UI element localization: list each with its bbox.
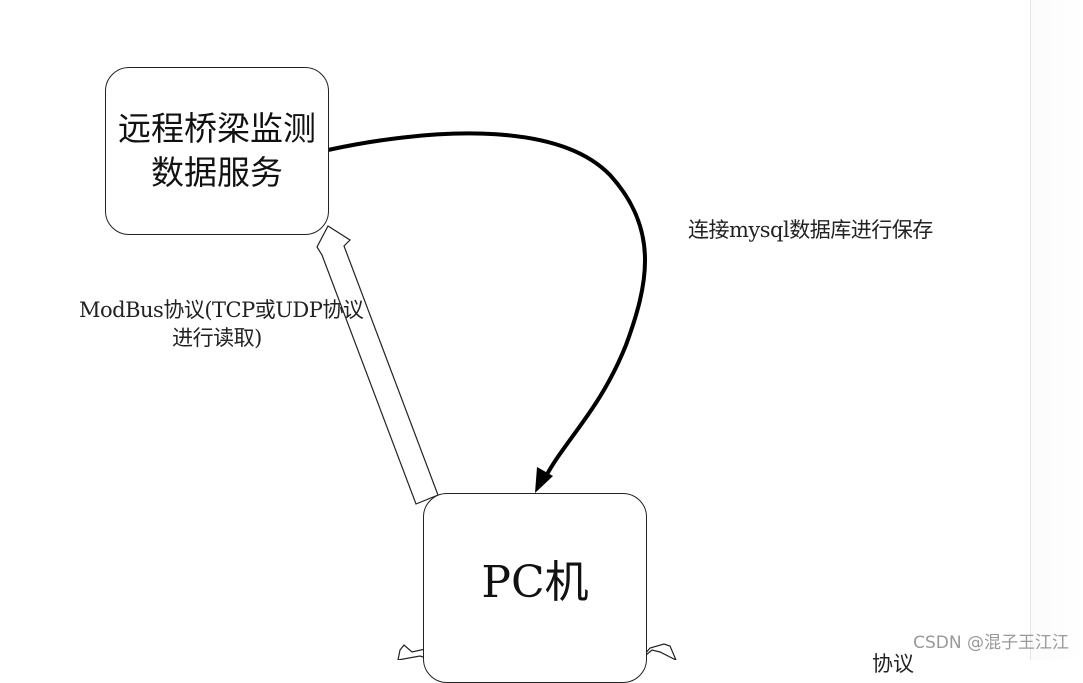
mysql-curve-connector	[326, 131, 647, 480]
pc-label: PC机	[481, 557, 589, 608]
remote-bridge-service-node: 远程桥梁监测数据服务	[105, 67, 329, 235]
modbus-block-arrow	[316, 225, 439, 505]
modbus-edge-label: ModBus协议(TCP或UDP协议 进行读取)	[79, 296, 364, 352]
cutoff-protocol-text: 协议	[872, 652, 914, 676]
diagram-canvas	[316, 131, 677, 660]
modbus-edge-label-line1: ModBus协议(TCP或UDP协议	[79, 298, 364, 322]
page-scroll-edge	[1030, 0, 1083, 660]
csdn-watermark: CSDN @混子王江江	[913, 633, 1069, 653]
mysql-arrowhead	[535, 467, 553, 493]
mysql-edge-label: 连接mysql数据库进行保存	[688, 218, 933, 242]
cutoff-right-arrow	[639, 643, 677, 660]
modbus-edge-label-line2: 进行读取)	[172, 326, 262, 350]
pc-node: PC机	[423, 493, 647, 683]
remote-bridge-service-label: 远程桥梁监测数据服务	[118, 109, 316, 192]
